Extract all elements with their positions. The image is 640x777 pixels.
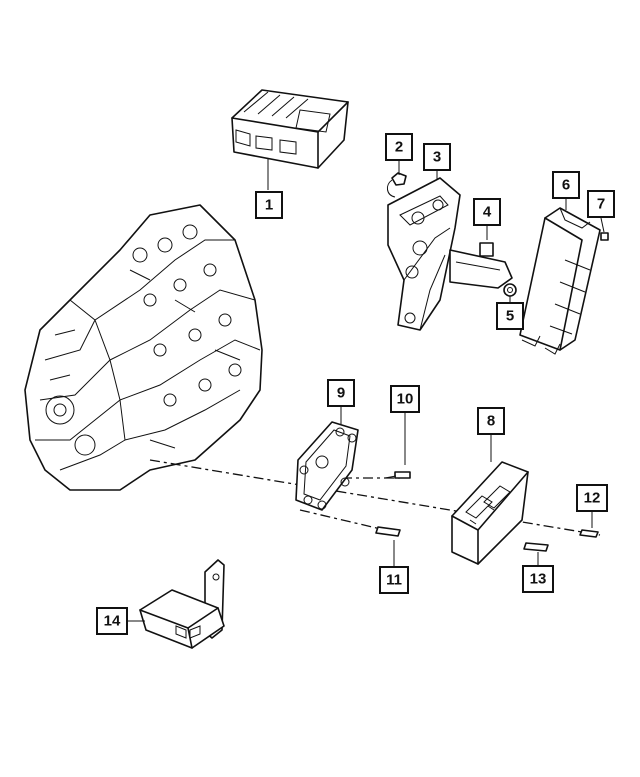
callout-2: 2 [385, 133, 413, 161]
part-13-screw [523, 542, 549, 566]
callout-14-label: 14 [104, 613, 121, 630]
part-11-screw [375, 526, 401, 567]
callout-5-label: 5 [506, 308, 514, 325]
part-3-bracket [387, 170, 513, 331]
assembly-lines [149, 459, 601, 536]
callout-8: 8 [477, 407, 505, 435]
callout-14: 14 [96, 607, 128, 635]
callout-1: 1 [255, 191, 283, 219]
callout-4-label: 4 [483, 204, 492, 221]
callout-4: 4 [473, 198, 501, 226]
callout-2-label: 2 [395, 139, 403, 156]
part-2-fastener [387, 160, 407, 198]
callout-7-label: 7 [597, 196, 605, 213]
callout-10: 10 [390, 385, 420, 413]
part-9-mounting-plate [295, 405, 359, 511]
callout-5: 5 [496, 302, 524, 330]
part-7-screw [600, 217, 609, 241]
callout-12-label: 12 [584, 490, 601, 507]
callout-9: 9 [327, 379, 355, 407]
callout-11-label: 11 [386, 572, 402, 589]
engine-block [24, 204, 263, 491]
callout-12: 12 [576, 484, 608, 512]
callout-3-label: 3 [433, 149, 441, 166]
callout-13: 13 [522, 565, 554, 593]
part-4-clip [479, 225, 494, 257]
callout-3: 3 [423, 143, 451, 171]
callout-10-label: 10 [397, 391, 414, 408]
callout-7: 7 [587, 190, 615, 218]
part-8-ecu [451, 434, 529, 565]
callout-1-label: 1 [265, 197, 273, 214]
callout-13-label: 13 [530, 571, 547, 588]
callout-11: 11 [379, 566, 409, 594]
part-6-module [519, 198, 601, 355]
part-14-sensor-module [125, 559, 225, 649]
callout-6-label: 6 [562, 177, 570, 194]
callout-8-label: 8 [487, 413, 495, 430]
part-1-control-module [231, 89, 349, 190]
part-5-nut [503, 283, 517, 303]
part-12-screw [579, 512, 599, 538]
callout-6: 6 [552, 171, 580, 199]
callout-9-label: 9 [337, 385, 345, 402]
part-10-screw [384, 412, 411, 479]
